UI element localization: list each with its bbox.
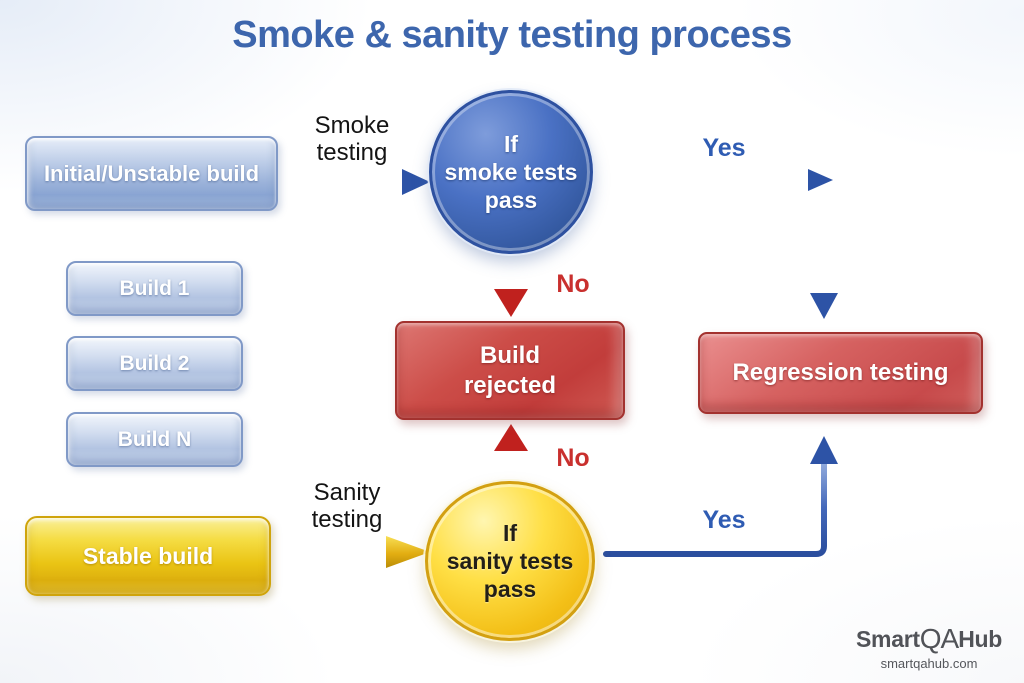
node-label: If sanity tests pass xyxy=(446,519,574,603)
page-title: Smoke & sanity testing process xyxy=(232,14,792,56)
node-label: Regression testing xyxy=(732,359,949,386)
edge-label-yes-top: Yes xyxy=(702,134,746,162)
node-label: Build rejected xyxy=(463,341,557,399)
node-if-smoke-tests-pass: If smoke tests pass xyxy=(429,90,593,254)
yes-bottom-arrow xyxy=(603,436,838,557)
node-build-rejected: Build rejected xyxy=(395,321,625,420)
edge-label-yes-bottom: Yes xyxy=(702,506,746,534)
node-label: Build 2 xyxy=(119,351,190,375)
brand-wordmark: SmartQAHub xyxy=(856,623,1002,654)
edge-label-no-top: No xyxy=(556,270,590,298)
node-regression-testing: Regression testing xyxy=(698,332,983,414)
no-top-arrow xyxy=(494,254,528,317)
node-build-1: Build 1 xyxy=(66,261,243,316)
no-bottom-arrow xyxy=(494,424,528,482)
node-label: If smoke tests pass xyxy=(444,130,578,214)
brand-logo: SmartQAHub smartqahub.com xyxy=(856,623,1002,671)
brand-qa-monogram: QA xyxy=(919,623,959,654)
node-build-n: Build N xyxy=(66,412,243,467)
edge-label-no-bottom: No xyxy=(556,444,590,472)
node-label: Build N xyxy=(117,427,192,451)
brand-website: smartqahub.com xyxy=(880,656,978,671)
smoke-arrow xyxy=(281,169,430,195)
edge-label-smoke-testing: Smoke testing xyxy=(314,112,390,166)
node-label: Stable build xyxy=(82,542,214,569)
node-label: Build 1 xyxy=(119,276,190,300)
node-label: Initial/Unstable build xyxy=(43,160,260,186)
node-build-2: Build 2 xyxy=(66,336,243,391)
node-if-sanity-tests-pass: If sanity tests pass xyxy=(425,481,595,641)
node-stable-build: Stable build xyxy=(25,516,271,596)
node-initial-unstable-build: Initial/Unstable build xyxy=(25,136,278,211)
sanity-arrow xyxy=(280,536,430,568)
edge-label-sanity-testing: Sanity testing xyxy=(311,479,383,533)
yes-top-arrow xyxy=(600,169,838,319)
